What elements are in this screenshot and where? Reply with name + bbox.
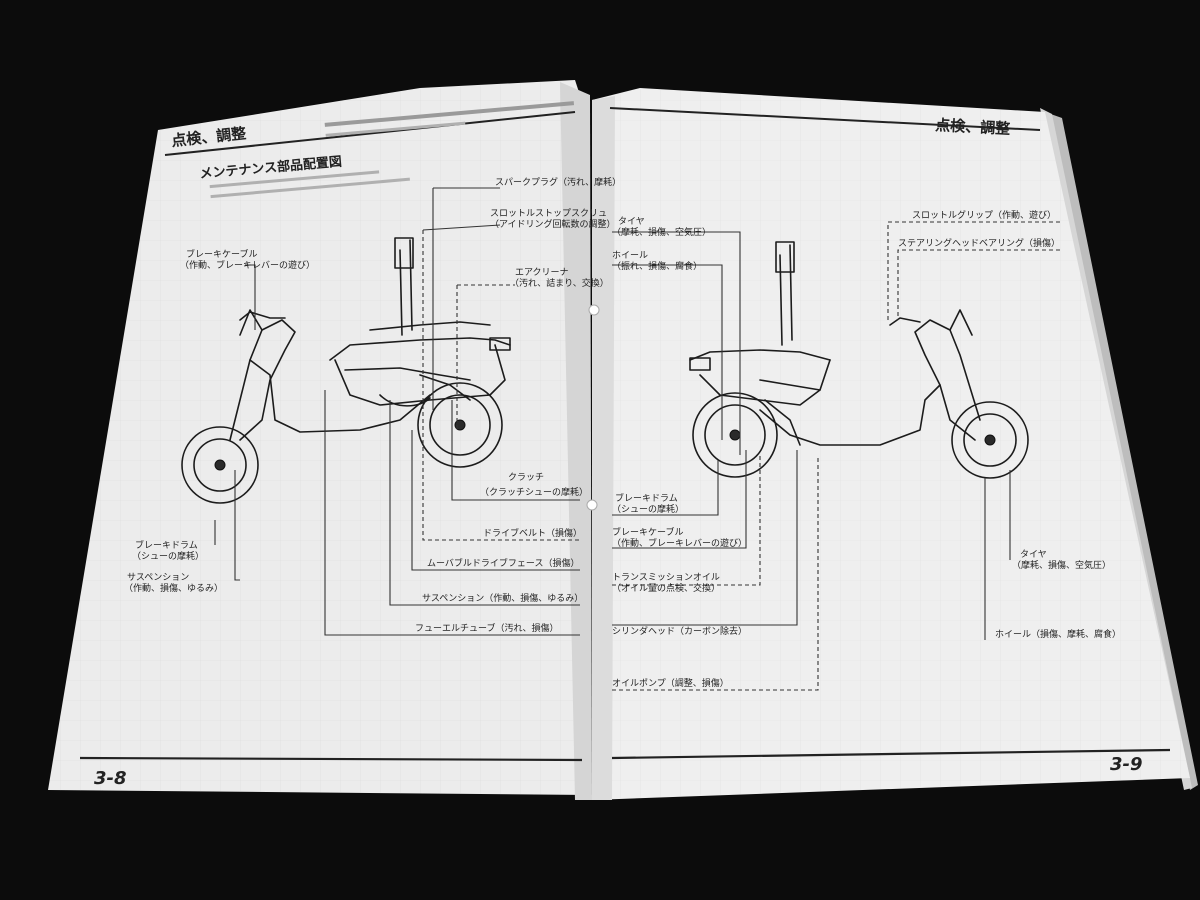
left-page-number: 3-8 — [94, 768, 127, 789]
label-movable-drive-face: ムーバブルドライブフェース（損傷） — [427, 557, 579, 569]
right-page — [592, 88, 1190, 800]
label-drive-belt: ドライブベルト（損傷） — [483, 527, 582, 539]
binding-hole — [586, 499, 598, 511]
label-wheel-right: ホイール（損傷、摩耗、腐食） — [995, 628, 1121, 640]
label-wheel-top: ホイール — [612, 250, 648, 261]
label-brake-cable-right-note: （作動、ブレーキレバーの遊び） — [612, 537, 747, 549]
label-brake-drum-right: ブレーキドラム — [615, 492, 678, 504]
label-oil-pump: オイルポンプ（調整、損傷） — [612, 677, 729, 689]
label-suspension-left: サスペンション — [127, 572, 189, 583]
label-throttle-stop: スロットルストップスクリュ — [490, 208, 607, 219]
right-page-number: 3-9 — [1110, 754, 1143, 775]
label-suspension-left-note: （作動、損傷、ゆるみ） — [124, 582, 223, 594]
left-leader-lines — [214, 187, 580, 636]
intro-note — [209, 101, 575, 199]
label-clutch: クラッチ — [508, 472, 544, 483]
label-suspension-main: サスペンション（作動、損傷、ゆるみ） — [422, 592, 583, 604]
label-brake-drum-right-note: （シューの摩耗） — [612, 503, 684, 515]
label-brake-cable-left: ブレーキケーブル — [186, 248, 257, 260]
label-spark-plug: スパークプラグ（汚れ、摩耗） — [495, 176, 621, 188]
label-transmission-oil: トランスミッションオイル — [612, 572, 720, 583]
left-page — [48, 80, 592, 800]
label-steering-head: ステアリングヘッドベアリング（損傷） — [898, 237, 1060, 249]
label-brake-cable-left-note: （作動、ブレーキレバーの遊び） — [180, 259, 315, 271]
scooter-illustration-right — [689, 241, 1029, 479]
label-tire-top: タイヤ — [618, 216, 645, 227]
right-labels: タイヤ （摩耗、損傷、空気圧） ホイール （振れ、損傷、腐食） スロットルグリッ… — [612, 209, 1121, 689]
label-wheel-top-note: （振れ、損傷、腐食） — [612, 260, 702, 272]
label-brake-drum-left-note: （シューの摩耗） — [132, 550, 204, 562]
binding-hole — [588, 304, 600, 316]
right-leader-lines — [612, 221, 1060, 691]
label-transmission-oil-note: （オイル量の点検、交換） — [612, 582, 720, 594]
label-throttle-grip: スロットルグリップ（作動、遊び） — [912, 209, 1056, 221]
label-tire-right-note: （摩耗、損傷、空気圧） — [1012, 559, 1111, 571]
label-air-cleaner: エアクリーナ — [515, 267, 569, 278]
scooter-illustration-left — [181, 237, 511, 504]
label-brake-cable-right: ブレーキケーブル — [612, 526, 683, 538]
label-air-cleaner-note: （汚れ、詰まり、交換） — [510, 277, 609, 289]
label-brake-drum-left: ブレーキドラム — [135, 539, 198, 551]
label-cylinder-head: シリンダヘッド（カーボン除去） — [612, 625, 747, 637]
label-tire-top-note: （摩耗、損傷、空気圧） — [612, 226, 711, 238]
right-section-title: 点検、調整 — [935, 116, 1011, 138]
left-labels: スパークプラグ（汚れ、摩耗） スロットルストップスクリュ （アイドリング回転数の… — [124, 176, 621, 634]
label-fuel-tube: フューエルチューブ（汚れ、損傷） — [415, 622, 559, 634]
label-clutch-note: （クラッチシューの摩耗） — [480, 486, 588, 498]
label-throttle-stop-note: （アイドリング回転数の調整） — [490, 218, 616, 230]
label-tire-right: タイヤ — [1020, 549, 1047, 560]
